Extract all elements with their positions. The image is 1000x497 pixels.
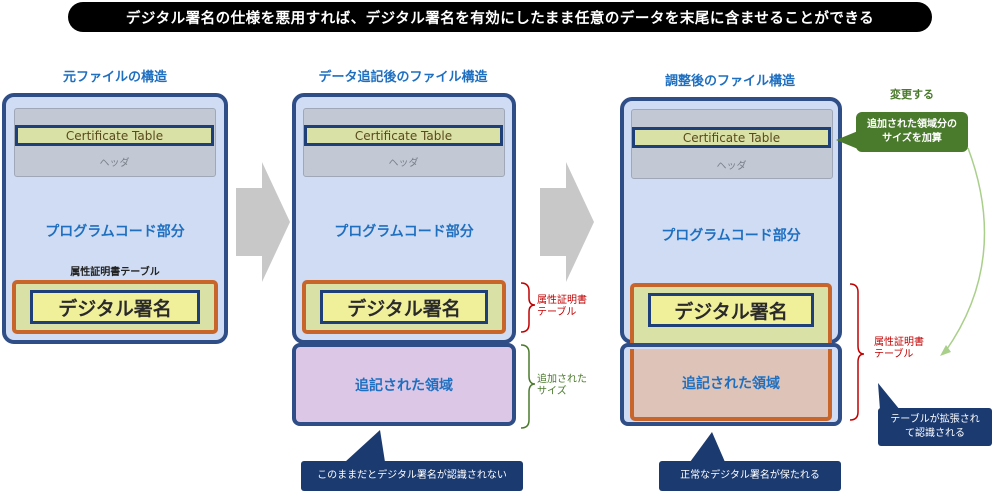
col2-cert-table: Certificate Table xyxy=(304,125,503,146)
col3-change-note: 追加された領域分の サイズを加算 xyxy=(856,112,968,152)
col3-attr-bracket xyxy=(849,283,865,421)
col3-curve-arrowhead xyxy=(940,345,951,356)
col1-attr-table: デジタル署名 xyxy=(12,280,218,334)
col3-signature: デジタル署名 xyxy=(648,293,814,327)
col1-signature: デジタル署名 xyxy=(30,290,200,324)
col3-expand-note: テーブルが拡張され て認識される xyxy=(878,408,992,446)
col2-added-bracket-label: 追加された サイズ xyxy=(537,374,587,397)
col3-appended-frame: 追記された領域 xyxy=(620,343,842,426)
col2-heading: データ追記後のファイル構造 xyxy=(318,70,488,85)
col1-cert-table: Certificate Table xyxy=(15,125,214,146)
page-title: デジタル署名の仕様を悪用すれば、デジタル署名を有効にしたまま任意のデータを末尾に… xyxy=(68,2,932,32)
col3-header-label: ヘッダ xyxy=(716,161,747,172)
col3-program-label: プログラムコード部分 xyxy=(661,228,801,244)
col2-callout-pointer xyxy=(345,430,385,462)
col2-signature: デジタル署名 xyxy=(320,290,488,324)
col2-attr-table: デジタル署名 xyxy=(302,280,506,334)
col3-attr-bracket-label: 属性証明書 テーブル xyxy=(874,337,924,360)
col3-curve-arrow xyxy=(944,147,986,353)
col1-header-label: ヘッダ xyxy=(99,158,130,169)
col3-header-area: Certificate Table ヘッダ xyxy=(631,109,833,179)
col3-change-label: 変更する xyxy=(890,88,934,101)
col3-attr-table-upper: デジタル署名 xyxy=(630,283,832,345)
col2-file: Certificate Table ヘッダ プログラムコード部分 デジタル署名 xyxy=(292,93,516,344)
col3-file: Certificate Table ヘッダ プログラムコード部分 デジタル署名 xyxy=(620,97,842,345)
flow-arrow-2 xyxy=(540,162,594,282)
col3-appended-area: 追記された領域 xyxy=(630,349,832,421)
col1-attr-label: 属性証明書テーブル xyxy=(70,267,160,278)
col1-header-area: Certificate Table ヘッダ xyxy=(14,108,216,177)
col1-heading: 元ファイルの構造 xyxy=(62,70,167,85)
col2-attr-bracket xyxy=(520,282,536,333)
col2-added-bracket xyxy=(520,344,536,429)
col1-file: Certificate Table ヘッダ プログラムコード部分 属性証明書テー… xyxy=(2,93,228,344)
col3-heading: 調整後のファイル構造 xyxy=(664,74,795,89)
col3-expand-pointer xyxy=(878,383,900,410)
col2-header-area: Certificate Table ヘッダ xyxy=(303,108,505,177)
col3-callout-pointer xyxy=(690,432,725,462)
flow-arrow-1 xyxy=(236,162,290,282)
col2-callout: このままだとデジタル署名が認識されない xyxy=(301,461,523,491)
col3-cert-table: Certificate Table xyxy=(632,127,831,148)
col1-program-label: プログラムコード部分 xyxy=(45,224,185,240)
col2-attr-bracket-label: 属性証明書 テーブル xyxy=(537,295,587,318)
col2-appended-area: 追記された領域 xyxy=(292,343,516,426)
col2-header-label: ヘッダ xyxy=(388,158,419,169)
col2-program-label: プログラムコード部分 xyxy=(334,224,474,240)
col3-callout: 正常なデジタル署名が保たれる xyxy=(659,461,841,491)
col3-change-pointer xyxy=(836,131,858,149)
